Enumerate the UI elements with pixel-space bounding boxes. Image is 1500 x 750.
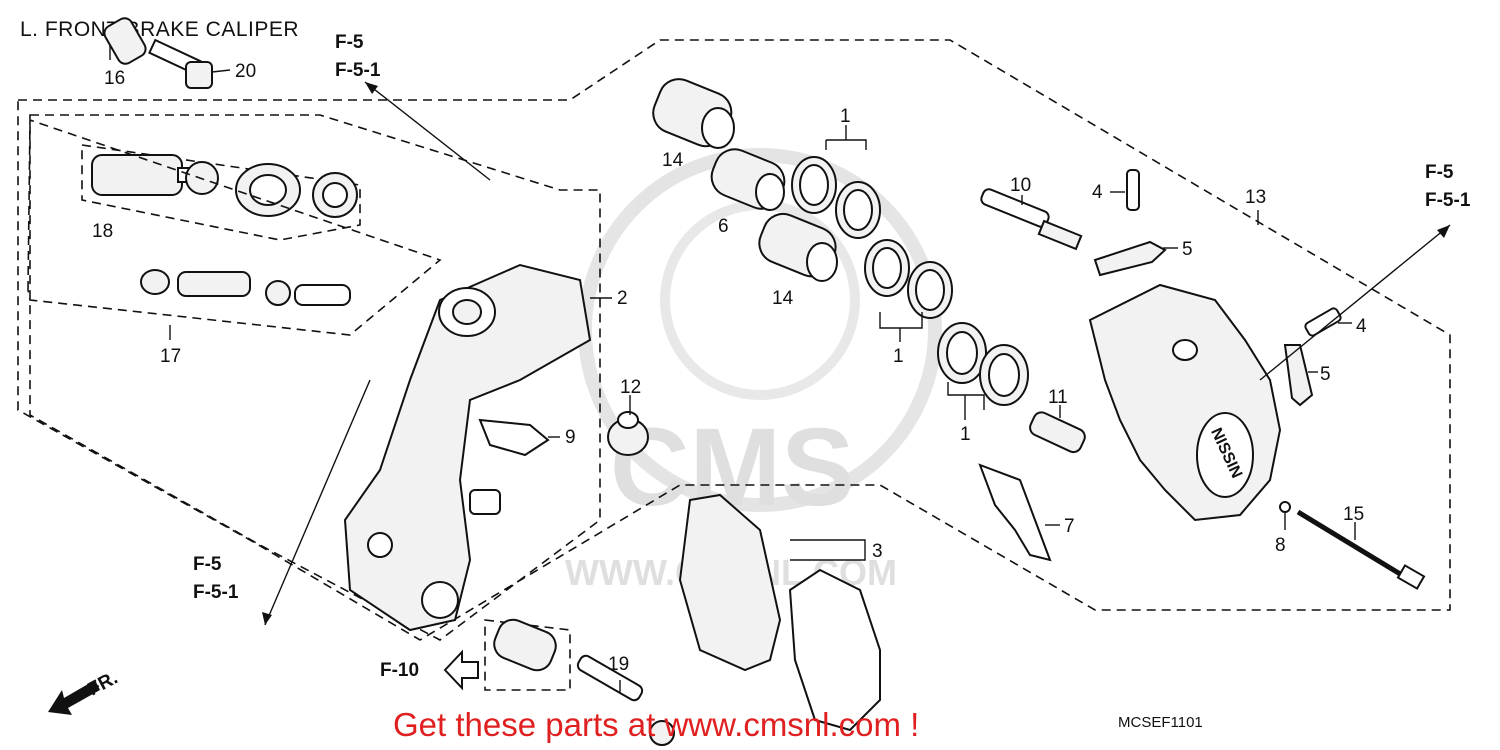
part-14-bushing-upper [652,78,735,149]
part-7-pad-spring [978,463,1052,562]
part-1-seals-middle [864,239,953,319]
callout-14a: 14 [662,150,684,171]
part-6-bushing [710,148,786,211]
diagram-code: MCSEF1101 [1118,714,1203,731]
part-4-bleeder-upper [1126,169,1140,211]
part-4-bleeder-lower [1304,307,1342,337]
part-8-washer [1279,501,1291,513]
callout-4a: 4 [1092,182,1103,203]
bracket-outline [29,114,601,641]
leader-3 [790,539,866,561]
callout-16: 16 [104,68,125,89]
part-13-caliper-body: NISSIN [1088,283,1282,522]
ref-f51-top: F-5-1 [335,60,381,81]
leader-1a [825,125,867,150]
ref-f5-right: F-5 [1425,162,1454,183]
callout-13: 13 [1245,187,1266,208]
callout-20: 20 [235,61,256,82]
part-5-cap-upper [1093,240,1167,277]
part-1-seals-upper [791,156,881,239]
front-direction-indicator: FR. [48,668,121,715]
callout-9: 9 [565,427,576,448]
diagram-title: L. FRONT BRAKE CALIPER [20,18,299,41]
callout-19: 19 [608,654,629,675]
part-2-bracket [343,263,592,632]
callout-5a: 5 [1182,239,1193,260]
ref-f10-arrow [443,649,479,691]
part-10-pin [980,188,1083,251]
part-15-pad-pin [1296,509,1426,590]
ref-f51-right: F-5-1 [1425,190,1471,211]
part-1-seals-lower [937,322,1029,406]
callout-6: 6 [718,216,729,237]
part-19-bolt-set [484,618,675,746]
ref-f5-top: F-5 [335,32,364,53]
ref-arrow-top [364,81,491,181]
callout-8: 8 [1275,535,1286,556]
callout-2: 2 [617,288,628,309]
callout-12: 12 [620,377,641,398]
part-16-sleeve [103,17,147,65]
front-arrow-icon [48,680,100,715]
callout-18: 18 [92,221,113,242]
part-9-clip [478,418,550,457]
callout-7: 7 [1064,516,1075,537]
ref-arrowhead-right [1437,225,1450,238]
leader-1b [879,312,923,342]
part-5-cap-lower [1283,344,1314,407]
callout-14b: 14 [772,288,794,309]
callout-10: 10 [1010,175,1031,196]
callout-5b: 5 [1320,364,1331,385]
part-20-bolt [148,38,213,89]
ref-f5-left: F-5 [193,554,222,575]
part-3-brake-pads [678,493,881,732]
part-14-bushing-lower [758,212,838,282]
ref-arrowhead-left [262,612,272,625]
leader-20 [211,69,231,73]
callout-15: 15 [1343,504,1364,525]
callout-1b: 1 [893,346,904,367]
ref-f10: F-10 [380,660,419,681]
part-12-boot [607,411,649,456]
callout-3: 3 [872,541,883,562]
part-18-pin-set [81,144,361,241]
callout-1c: 1 [960,424,971,445]
part-17-spring-set [27,118,442,336]
ref-arrow-left [264,379,371,626]
ref-arrowhead-top [365,82,378,94]
ref-arrow-right [1259,224,1451,381]
callout-17: 17 [160,346,181,367]
callout-4b: 4 [1356,316,1367,337]
promo-text[interactable]: Get these parts at www.cmsnl.com ! [393,706,919,743]
ref-f51-left: F-5-1 [193,582,239,603]
callout-1a: 1 [840,106,851,127]
leader-1c [947,382,985,420]
part-11-plug [1029,411,1086,454]
callout-11: 11 [1048,387,1068,408]
